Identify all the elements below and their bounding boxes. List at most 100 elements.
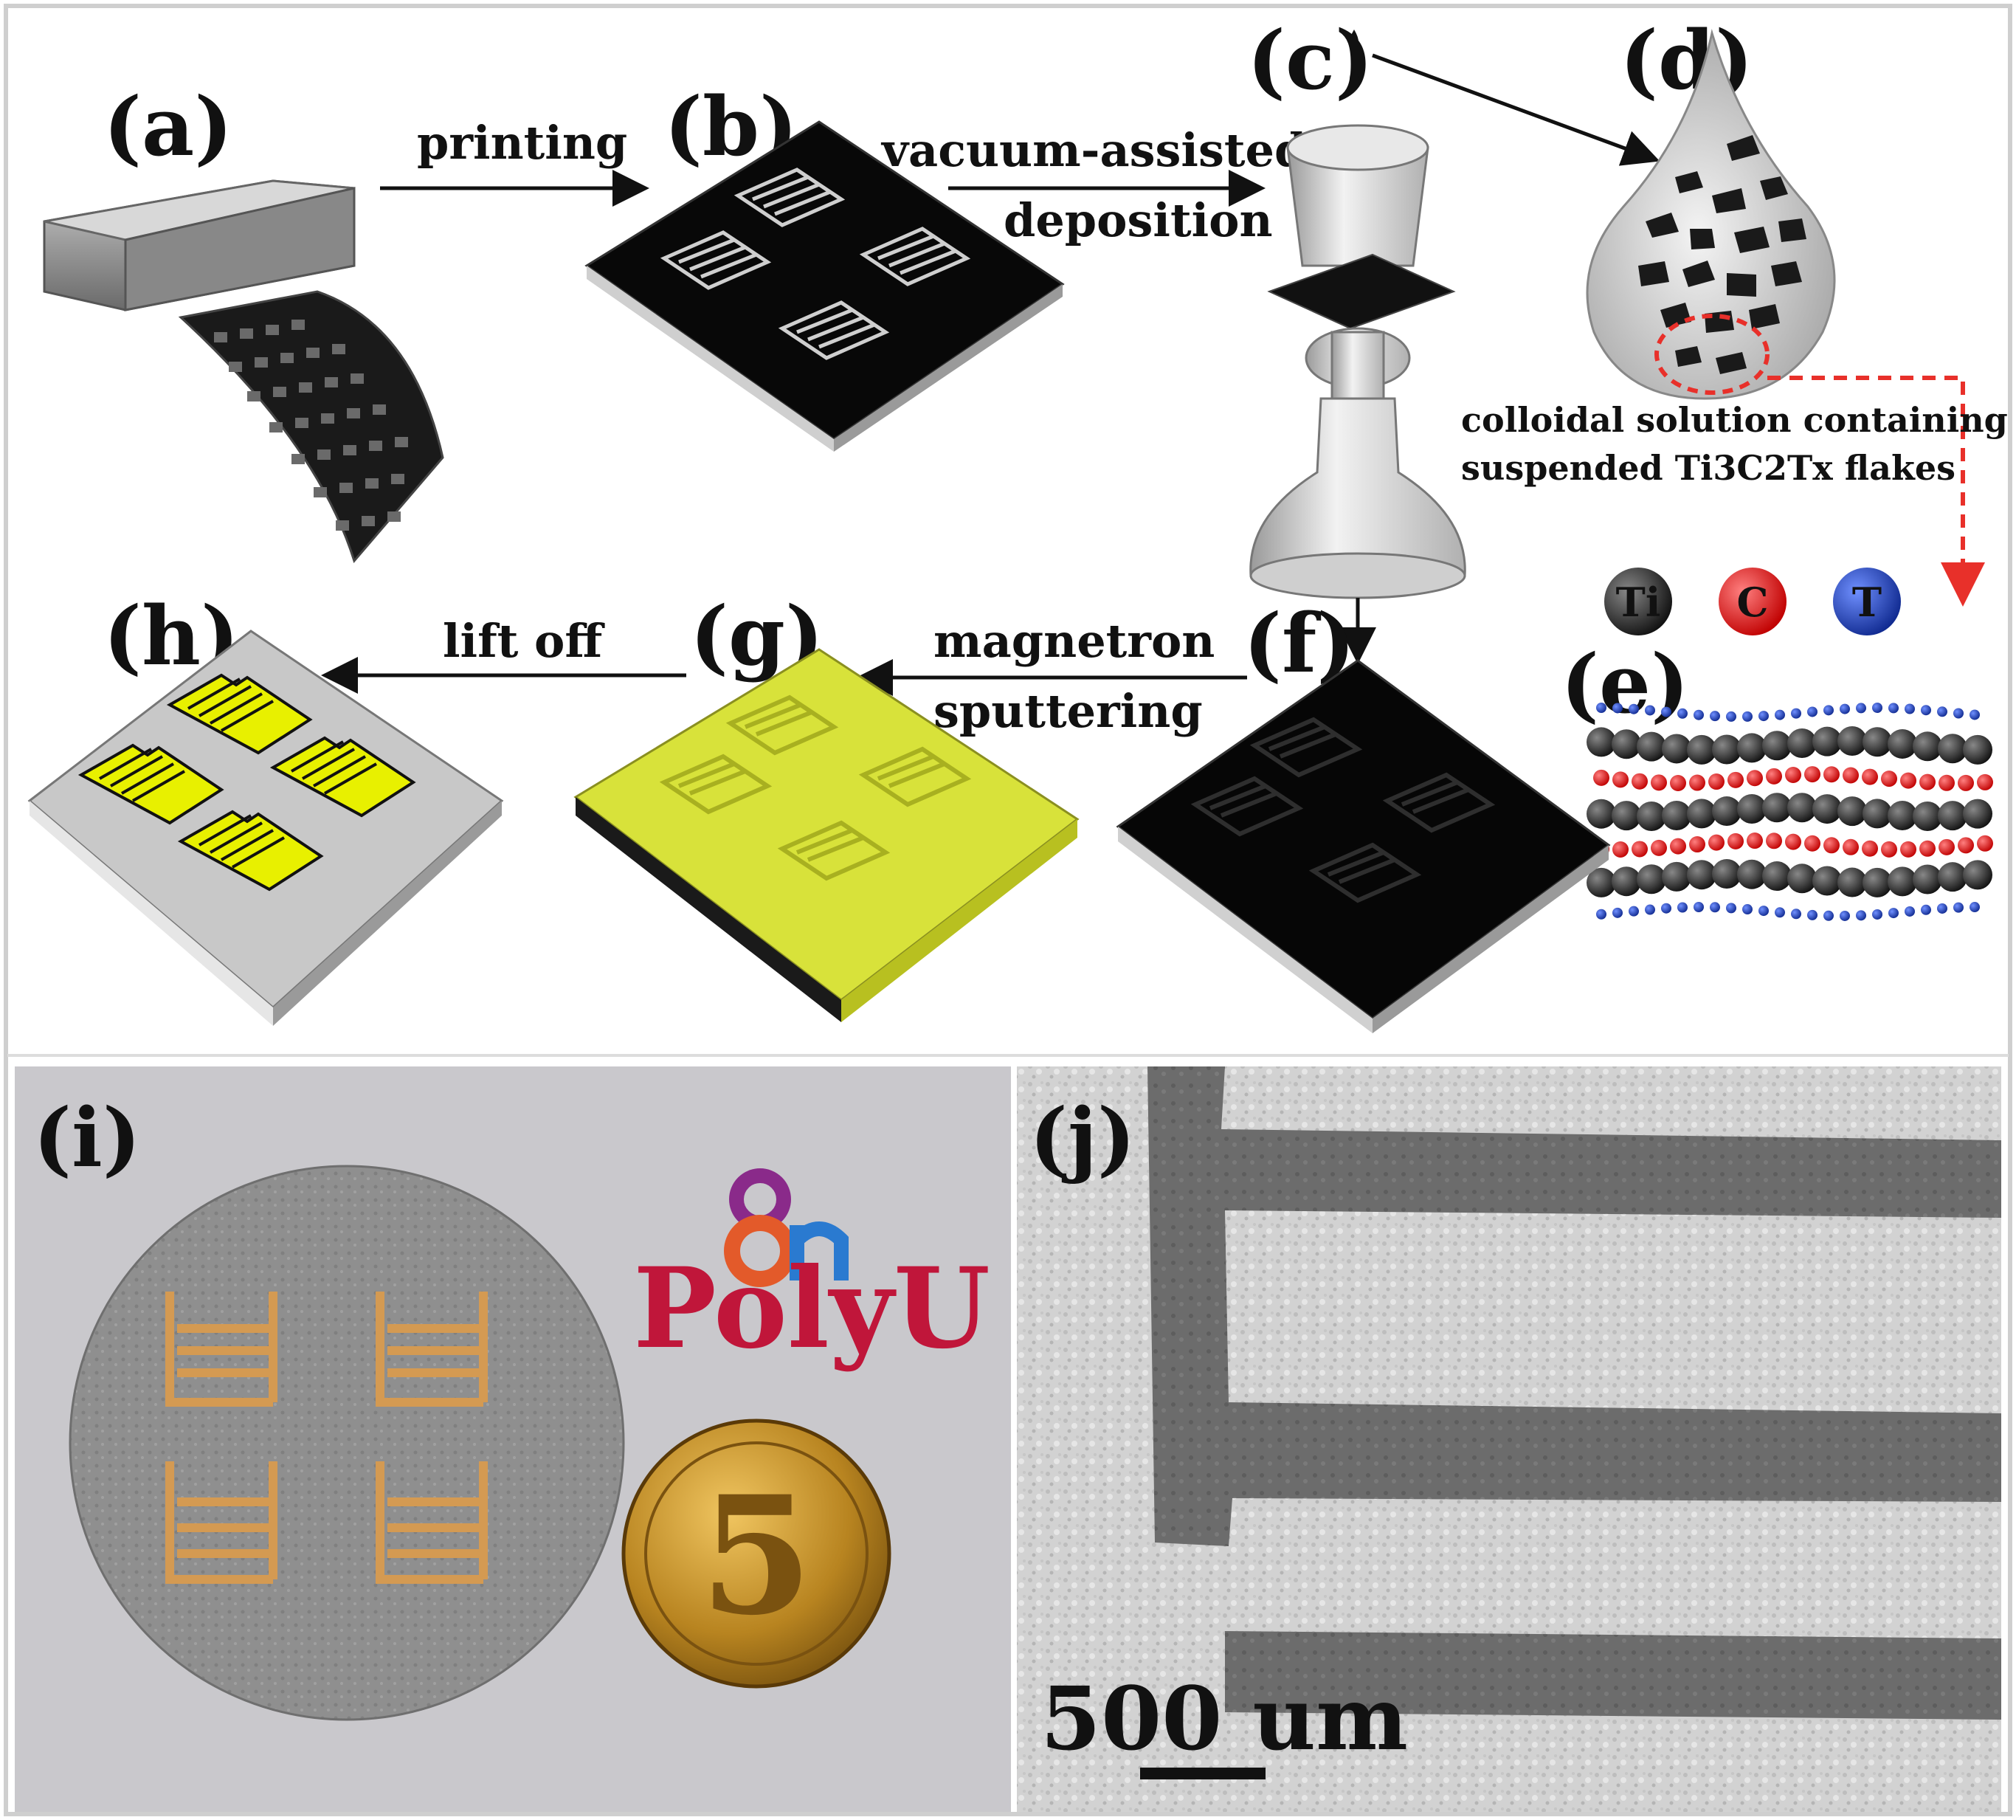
structure-atom [1913, 864, 1942, 895]
structure-atom [1919, 773, 1936, 790]
structure-atom [1970, 709, 1980, 720]
structure-atom [1747, 770, 1763, 787]
structure-atom [1651, 839, 1667, 856]
colloid-caption-line1: colloidal solution containing [1461, 400, 2008, 440]
structure-atom [1921, 904, 1931, 915]
structure-atom [1687, 734, 1716, 765]
structure-atom [1612, 841, 1629, 858]
structure-atom [1977, 835, 1993, 852]
structure-atom [1938, 801, 1967, 831]
drop-icon [1350, 30, 1359, 50]
structure-atom [1823, 766, 1840, 783]
structure-atom [1919, 840, 1936, 857]
structure-atom [1804, 766, 1820, 783]
filter-membrane [1267, 253, 1456, 330]
structure-atom [1710, 902, 1720, 913]
structure-atom [1670, 774, 1686, 791]
structure-atom [1958, 837, 1974, 854]
structure-atom [1758, 906, 1769, 917]
atom-c-label: C [1737, 579, 1769, 626]
structure-atom [1785, 766, 1801, 783]
printed-paper [178, 290, 444, 564]
structure-atom [1632, 841, 1648, 858]
structure-atom [1612, 866, 1641, 897]
step-magnetron-sputtering: magnetron sputtering [856, 614, 1247, 738]
polyu-logo: PolyU [633, 1168, 990, 1373]
structure-atom [1812, 794, 1842, 824]
structure-atom [1612, 771, 1629, 788]
structure-atom [1843, 767, 1859, 784]
structure-atom [1804, 835, 1820, 852]
structure-atom [1881, 771, 1897, 787]
structure-atom [1872, 703, 1882, 714]
structure-atom [1823, 910, 1834, 921]
scale-bar [1140, 1768, 1266, 1779]
structure-atom [1637, 801, 1666, 831]
panel-i-photo: (i) PolyU 5 [15, 1066, 1011, 1812]
structure-atom [1807, 909, 1817, 920]
drop-icon [1350, 66, 1359, 87]
structure-atom [1645, 904, 1655, 915]
structure-atom [1863, 799, 1892, 829]
structure-atom [1812, 866, 1842, 896]
structure-atom [1687, 860, 1716, 890]
structure-atom [1837, 796, 1867, 827]
structure-atom [1727, 771, 1744, 788]
label-magnetron-line1: magnetron [933, 614, 1215, 668]
structure-atom [1762, 861, 1792, 892]
panel-label-e: (e) [1561, 636, 1689, 731]
structure-atom [1840, 703, 1850, 714]
structure-atom [1587, 799, 1616, 829]
structure-atom [1742, 904, 1753, 915]
structure-atom [1921, 705, 1931, 716]
structure-atom [1612, 907, 1623, 918]
label-vacuum-line2: deposition [1004, 193, 1273, 247]
mask-side-right [834, 284, 1063, 452]
structure-atom [1775, 907, 1785, 918]
label-magnetron-line2: sputtering [933, 684, 1203, 738]
atom-legend: Ti C T [1604, 568, 1901, 635]
structure-atom [1856, 910, 1866, 921]
structure-atom [1651, 774, 1667, 791]
structure-atom [1888, 866, 1917, 897]
structure-atom [1747, 833, 1763, 849]
colloid-caption-line2: suspended Ti3C2Tx flakes [1461, 448, 1955, 488]
structure-atom [1787, 728, 1817, 758]
printed-pattern-grid [214, 320, 408, 531]
structure-atom [1637, 864, 1666, 895]
mask-side-left [587, 266, 834, 452]
structure-atom [1938, 862, 1967, 892]
structure-atom [1856, 703, 1866, 714]
panel-b-mask: (b) [584, 79, 1065, 452]
structure-atom [1787, 793, 1817, 823]
structure-atom [1645, 705, 1655, 716]
panel-label-j: (j) [1029, 1090, 1136, 1185]
yellow-interdigital-electrodes [77, 673, 416, 892]
atom-ti-icon [1604, 568, 1672, 635]
structure-atom [1742, 711, 1753, 722]
structure-atom [1612, 729, 1641, 759]
atom-c-icon [1719, 568, 1787, 635]
structure-atom [1913, 731, 1942, 762]
panel-a-printer: (a) [43, 79, 444, 564]
structure-atom [1937, 706, 1947, 717]
step-vacuum-deposition: vacuum-assisted deposition [880, 123, 1306, 247]
structure-atom [1593, 769, 1609, 786]
structure-atom [1977, 773, 1993, 790]
structure-atom [1632, 773, 1648, 790]
structure-atom [1708, 773, 1725, 790]
structure-atom [1888, 728, 1917, 759]
structure-atom [1766, 768, 1782, 785]
structure-atom [1737, 733, 1767, 763]
step-printing: printing [380, 116, 649, 207]
structure-atom [1863, 867, 1892, 897]
structure-atom [1637, 731, 1666, 762]
structure-atom [1963, 799, 1992, 829]
structure-atom [1807, 706, 1817, 717]
label-printing: printing [417, 116, 627, 170]
label-vacuum-line1: vacuum-assisted [880, 123, 1306, 177]
mxene-layers [1587, 703, 1993, 921]
structure-atom [1963, 860, 1992, 890]
structure-atom [1905, 703, 1915, 714]
highlight-circle [1654, 314, 1770, 395]
